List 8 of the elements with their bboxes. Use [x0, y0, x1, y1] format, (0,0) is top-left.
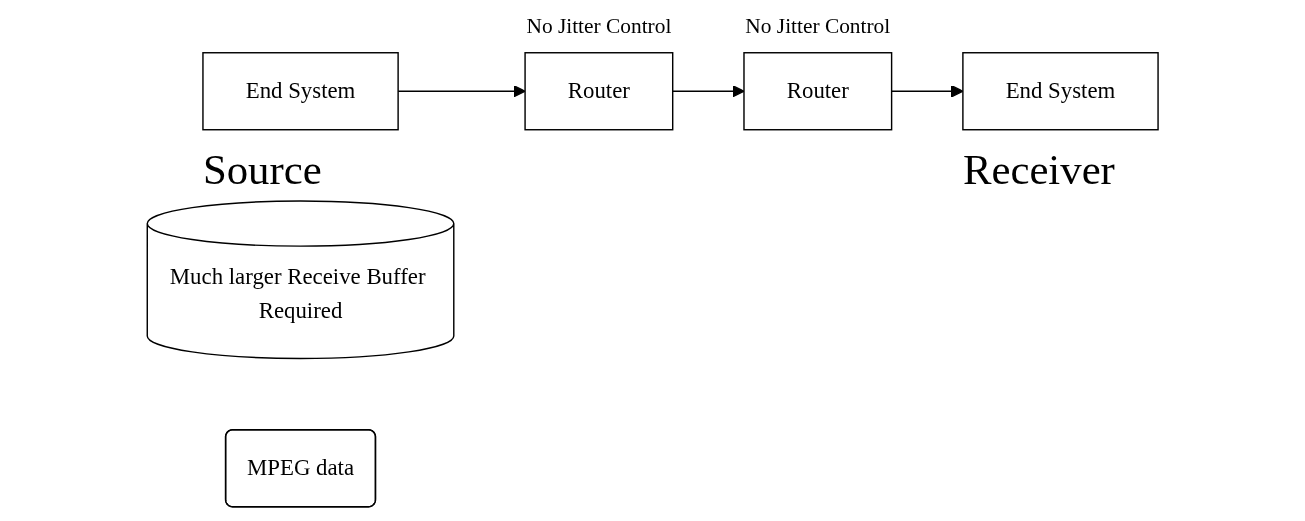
- node-box: Router: [743, 52, 893, 131]
- node-box: End System: [202, 52, 399, 131]
- node-note: No Jitter Control: [526, 13, 672, 38]
- node-box: Router: [524, 52, 674, 131]
- role-label: Source: [202, 145, 322, 193]
- node-note: No Jitter Control: [745, 13, 891, 38]
- node-box: End System: [962, 52, 1159, 131]
- role-label: Receiver: [962, 145, 1115, 193]
